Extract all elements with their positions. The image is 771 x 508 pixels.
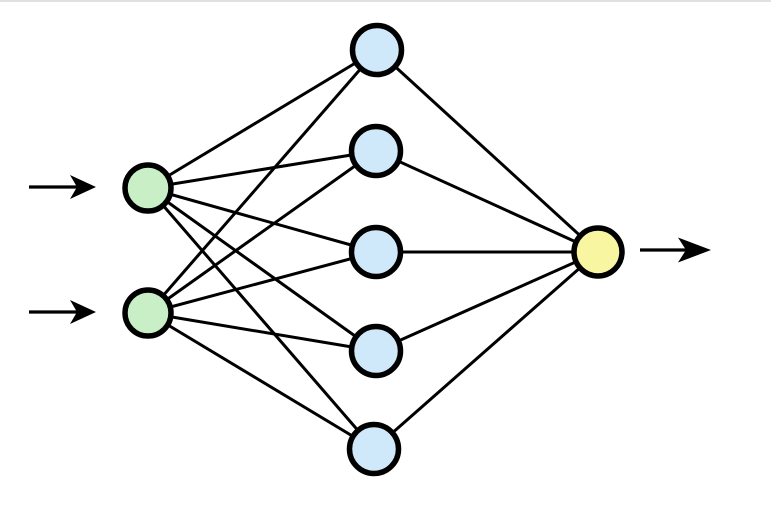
edge-line-input.0-hidden.1 [147,149,377,190]
edge-line-input.1-hidden.3 [147,311,377,353]
hidden-node-1 [349,22,405,78]
window-top-border [0,0,771,2]
edge-line-input.1-hidden.2 [147,250,377,315]
input-2-arrowhead-icon [70,300,96,324]
output-node-1 [571,225,625,279]
edge-line-hidden.0-output.0 [375,48,600,254]
edge-line-input.1-hidden.4 [147,311,375,451]
edge-line-hidden.3-output.0 [375,250,599,353]
edge-line-input.1-hidden.0 [146,49,379,314]
edge-line-input.0-hidden.0 [147,48,378,190]
edge-line-input.0-hidden.2 [147,186,377,254]
hidden-node-4 [348,323,404,379]
hidden-node-2 [348,123,404,179]
hidden-node-3 [348,224,404,280]
edge-line-hidden.1-output.0 [375,149,599,254]
input-1-arrowhead-icon [70,175,96,199]
hidden-node-5 [346,421,402,477]
output-arrowhead-icon [678,237,711,263]
edge-line-input.1-hidden.1 [147,149,377,315]
edge-line-hidden.4-output.0 [373,250,599,451]
input-node-2 [122,287,174,339]
edge-line-input.0-hidden.3 [147,186,377,353]
input-node-1 [122,162,174,214]
edge-line-input.0-hidden.4 [146,187,376,450]
